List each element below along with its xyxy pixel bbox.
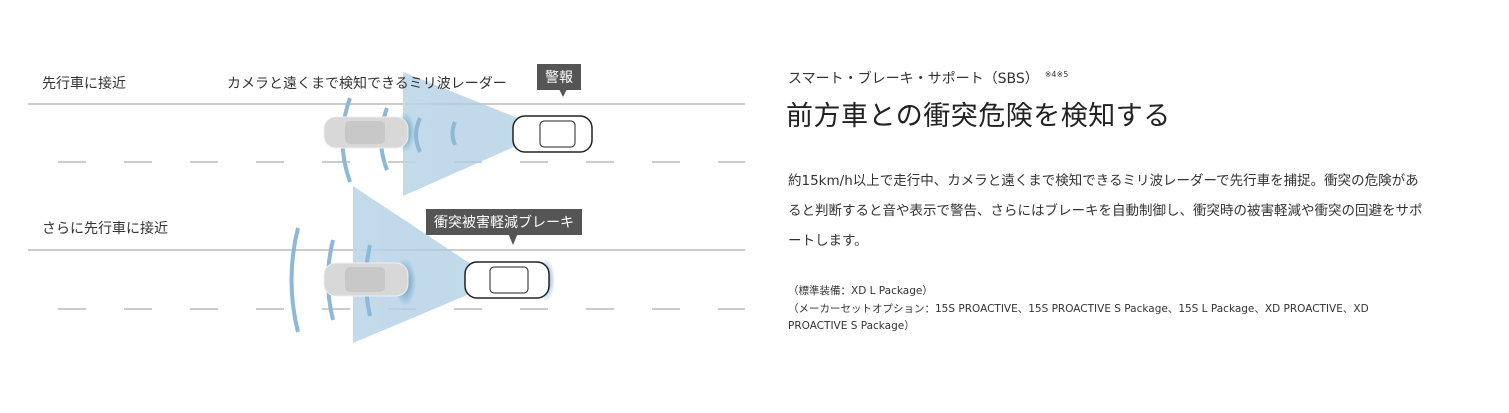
feature-heading: 前方車との衝突危険を検知する [786, 101, 1171, 132]
note-option: （メーカーセットオプション：15S PROACTIVE、15S PROACTIV… [788, 302, 1369, 333]
subtitle-text: スマート・ブレーキ・サポート（SBS） [788, 71, 1039, 87]
radar-beam [403, 72, 550, 196]
equipment-notes: （標準装備：XD L Package） （メーカーセットオプション：15S PR… [788, 283, 1428, 336]
sbs-diagram [28, 72, 745, 343]
note-standard: （標準装備：XD L Package） [788, 285, 933, 297]
feature-description: 約15km/h以上で走行中、カメラと遠くまで検知できるミリ波レーダーで先行車を捕… [788, 173, 1423, 249]
brake-tag: 衝突被害軽減ブレーキ [426, 209, 582, 235]
footnote-refs: ※4※5 [1044, 70, 1069, 79]
lead-car [464, 261, 550, 299]
radar-beam [353, 186, 498, 343]
scene2-label: さらに先行車に接近 [42, 221, 168, 237]
feature-subtitle: スマート・ブレーキ・サポート（SBS） ※4※5 [788, 68, 1068, 88]
lead-car [512, 115, 593, 153]
warning-tag: 警報 [537, 64, 581, 90]
road-top [28, 103, 745, 163]
radar-label: カメラと遠くまで検知できるミリ波レーダー [227, 76, 507, 92]
own-car-ghost [323, 262, 409, 297]
tag-pointer [508, 233, 518, 245]
own-car-ghost [323, 116, 409, 149]
scene1-label: 先行車に接近 [42, 76, 126, 92]
